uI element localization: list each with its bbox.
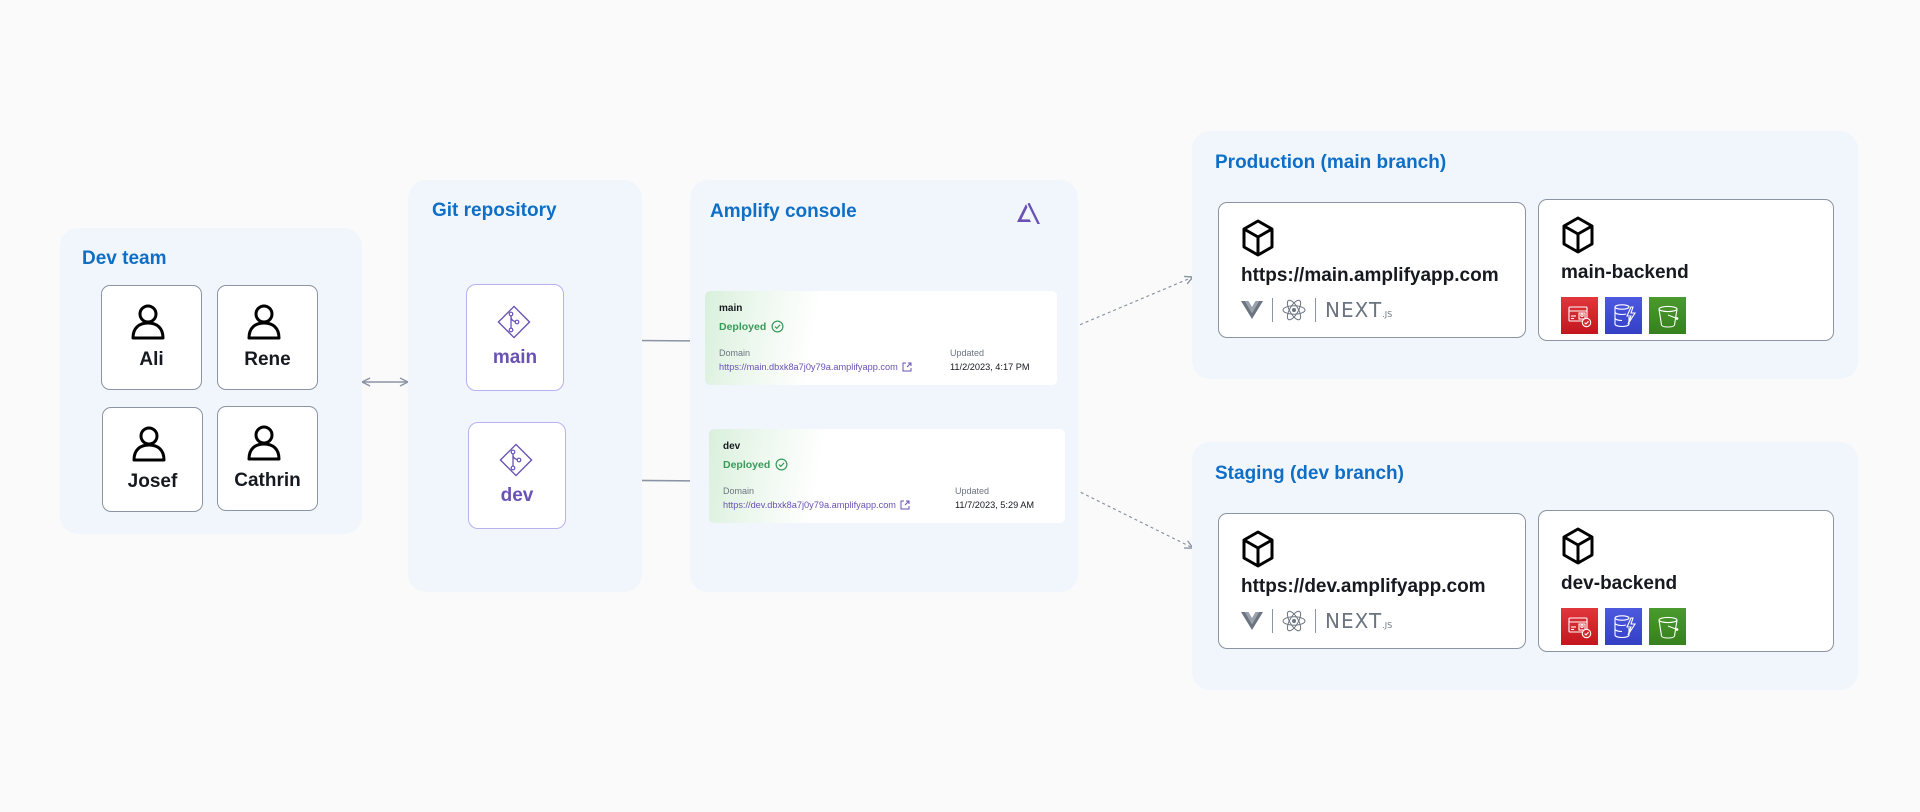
user-icon xyxy=(247,425,281,461)
frontend-url[interactable]: https://main.amplifyapp.com xyxy=(1241,265,1499,286)
nextjs-logo: NEXT.JS xyxy=(1325,298,1393,322)
frontend-url[interactable]: https://dev.amplifyapp.com xyxy=(1241,576,1486,597)
frontend-card-production[interactable]: https://main.amplifyapp.com NEXT.JS xyxy=(1218,202,1526,338)
user-card-rene[interactable]: Rene xyxy=(217,285,318,390)
react-icon xyxy=(1282,610,1306,632)
vue-icon xyxy=(1241,612,1263,630)
user-card-ali[interactable]: Ali xyxy=(101,285,202,390)
cube-icon xyxy=(1562,527,1594,565)
staging-title: Staging (dev branch) xyxy=(1215,463,1404,484)
cube-icon xyxy=(1242,219,1274,257)
branch-name: main xyxy=(492,347,538,368)
updated-label: Updated xyxy=(955,486,990,496)
check-circle-icon xyxy=(771,320,784,333)
frontend-card-staging[interactable]: https://dev.amplifyapp.com NEXT.JS xyxy=(1218,513,1526,649)
amplify-console-panel: Amplify console xyxy=(690,180,1078,592)
react-icon xyxy=(1282,299,1306,321)
divider xyxy=(1315,298,1316,322)
external-link-icon[interactable] xyxy=(900,500,910,510)
branch-card-dev[interactable]: dev xyxy=(468,422,566,529)
cube-icon xyxy=(1242,530,1274,568)
production-title: Production (main branch) xyxy=(1215,152,1447,173)
domain-label: Domain xyxy=(723,486,755,496)
cognito-auth-icon xyxy=(1561,297,1598,334)
deployment-status: Deployed xyxy=(723,458,788,471)
user-name: Cathrin xyxy=(234,470,301,491)
divider xyxy=(1272,298,1273,322)
domain-link[interactable]: https://dev.dbxk8a7j0y79a.amplifyapp.com xyxy=(723,500,910,510)
updated-date: 11/7/2023, 5:29 AM xyxy=(955,500,1035,510)
amplify-console-title: Amplify console xyxy=(710,201,857,222)
user-name: Josef xyxy=(127,471,178,492)
deployment-card-dev[interactable]: dev Deployed Domain https://dev.dbxk8a7j… xyxy=(709,429,1065,523)
git-branch-icon xyxy=(499,443,533,477)
backend-card-staging[interactable]: dev-backend xyxy=(1538,510,1834,652)
branch-card-main[interactable]: main xyxy=(466,284,564,391)
check-circle-icon xyxy=(775,458,788,471)
divider xyxy=(1272,609,1273,633)
cognito-auth-icon xyxy=(1561,608,1598,645)
user-name: Rene xyxy=(244,349,291,370)
s3-bucket-icon xyxy=(1649,608,1686,645)
deployment-card-main[interactable]: main Deployed Domain https://main.dbxk8a… xyxy=(705,291,1057,385)
deployment-branch: main xyxy=(719,303,743,314)
updated-label: Updated xyxy=(950,348,985,358)
main-deploy-to-prod-arrow xyxy=(1057,277,1193,335)
external-link-icon[interactable] xyxy=(902,362,912,372)
dynamodb-icon xyxy=(1605,297,1642,334)
updated-date: 11/2/2023, 4:17 PM xyxy=(950,362,1030,372)
branch-name: dev xyxy=(500,485,534,506)
amplify-logo-icon xyxy=(1017,203,1040,224)
framework-logos: NEXT.JS xyxy=(1241,608,1392,634)
user-name: Ali xyxy=(139,349,164,370)
dev-deploy-to-staging-arrow xyxy=(1069,486,1193,548)
cube-icon xyxy=(1562,216,1594,254)
user-icon xyxy=(132,426,166,462)
nextjs-logo: NEXT.JS xyxy=(1325,609,1393,633)
user-icon xyxy=(247,304,281,340)
dev-team-title: Dev team xyxy=(82,248,167,269)
dynamodb-icon xyxy=(1605,608,1642,645)
user-card-cathrin[interactable]: Cathrin xyxy=(217,406,318,511)
git-branch-icon xyxy=(497,305,531,339)
user-card-josef[interactable]: Josef xyxy=(102,407,203,512)
domain-link[interactable]: https://main.dbxk8a7j0y79a.amplifyapp.co… xyxy=(719,362,912,372)
user-icon xyxy=(131,304,165,340)
divider xyxy=(1315,609,1316,633)
framework-logos: NEXT.JS xyxy=(1241,297,1392,323)
s3-bucket-icon xyxy=(1649,297,1686,334)
backend-name: dev-backend xyxy=(1561,573,1678,594)
vue-icon xyxy=(1241,301,1263,319)
deployment-branch: dev xyxy=(723,441,741,452)
backend-services xyxy=(1561,608,1686,645)
backend-card-production[interactable]: main-backend xyxy=(1538,199,1834,341)
backend-services xyxy=(1561,297,1686,334)
deployment-status: Deployed xyxy=(719,320,784,333)
domain-label: Domain xyxy=(719,348,751,358)
git-repository-title: Git repository xyxy=(432,200,557,221)
backend-name: main-backend xyxy=(1561,262,1689,283)
